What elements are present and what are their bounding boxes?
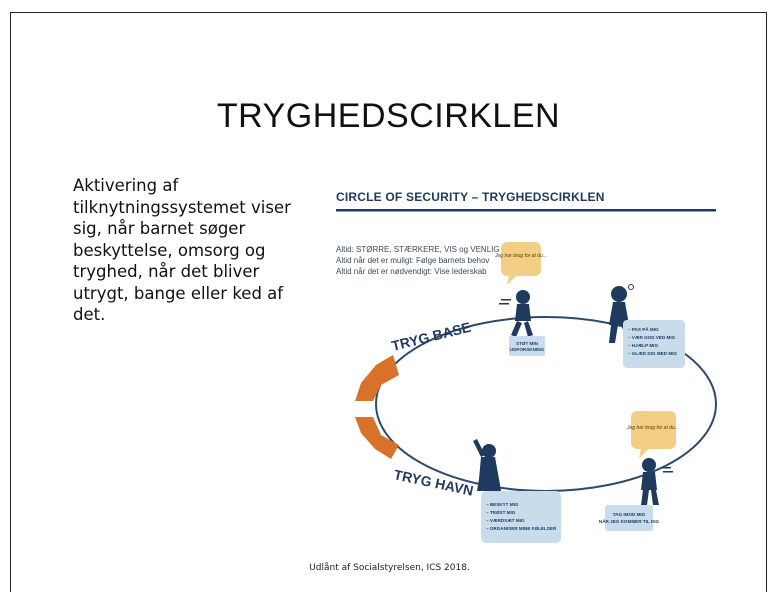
circle-of-security-figure: CIRCLE OF SECURITY – TRYGHEDSCIRKLEN Alt… [336, 190, 717, 543]
child-figure-top [499, 290, 533, 337]
svg-text:– TRØST MIG: – TRØST MIG [486, 510, 516, 515]
speech-bubble-right: Jeg har brug for at du... [626, 411, 679, 459]
heading-rule [336, 209, 716, 212]
intro-line-1: Altid: STØRRE, STÆRKERE, VIS og VENLIG [336, 245, 500, 254]
right-needs-box: – PAS PÅ MIG – VÆR GOD VED MIG – HJÆLP M… [623, 320, 685, 368]
svg-text:TAG IMOD MIG: TAG IMOD MIG [613, 512, 646, 517]
bubble-top-text: Jeg har brug for at du... [494, 253, 547, 259]
svg-text:NÅR JEG KOMMER TIL DIG: NÅR JEG KOMMER TIL DIG [599, 518, 660, 524]
child-figure-bottom-right [641, 458, 673, 505]
svg-text:– PAS PÅ MIG: – PAS PÅ MIG [628, 326, 659, 332]
tryg-base-label: TRYG BASE [390, 319, 473, 354]
tryg-havn-label: TRYG HAVN [392, 466, 474, 498]
slide-body-text: Aktivering af tilknytningssystemet viser… [73, 176, 291, 324]
svg-text:STØT MIN: STØT MIN [516, 341, 539, 346]
support-exploration-box: STØT MIN UDFORSKNING [509, 336, 545, 356]
child-figure-bottom [473, 439, 501, 491]
speech-bubble-top: Jeg har brug for at du... [494, 242, 547, 285]
bubble-right-text: Jeg har brug for at du... [626, 425, 679, 431]
svg-text:– GLÆD DIG MED MIG: – GLÆD DIG MED MIG [628, 351, 677, 356]
intro-line-2: Altid når det er muligt: Følge barnets b… [336, 256, 489, 265]
credit-text: Udlånt af Socialstyrelsen, ICS 2018. [309, 563, 470, 573]
svg-text:– VÆRDSÆT MIG: – VÆRDSÆT MIG [486, 518, 525, 523]
figure-heading: CIRCLE OF SECURITY – TRYGHEDSCIRKLEN [336, 190, 605, 204]
slide: TRYGHEDSCIRKLEN Aktivering af tilknytnin… [10, 12, 767, 592]
welcome-box: TAG IMOD MIG NÅR JEG KOMMER TIL DIG [599, 505, 660, 531]
svg-text:– HJÆLP MIG: – HJÆLP MIG [628, 343, 658, 348]
intro-line-3: Altid når det er nødvendigt: Vise leders… [336, 267, 487, 276]
bottom-needs-box: – BESKYT MIG – TRØST MIG – VÆRDSÆT MIG –… [481, 491, 561, 543]
svg-text:– ORGANISER MINE FØLELSER: – ORGANISER MINE FØLELSER [486, 526, 557, 531]
svg-text:– VÆR GOD VED MIG: – VÆR GOD VED MIG [628, 335, 676, 340]
hands-icon [355, 355, 399, 459]
slide-title: TRYGHEDSCIRKLEN [216, 97, 561, 135]
svg-text:– BESKYT MIG: – BESKYT MIG [486, 502, 519, 507]
svg-text:UDFORSKNING: UDFORSKNING [510, 347, 545, 352]
